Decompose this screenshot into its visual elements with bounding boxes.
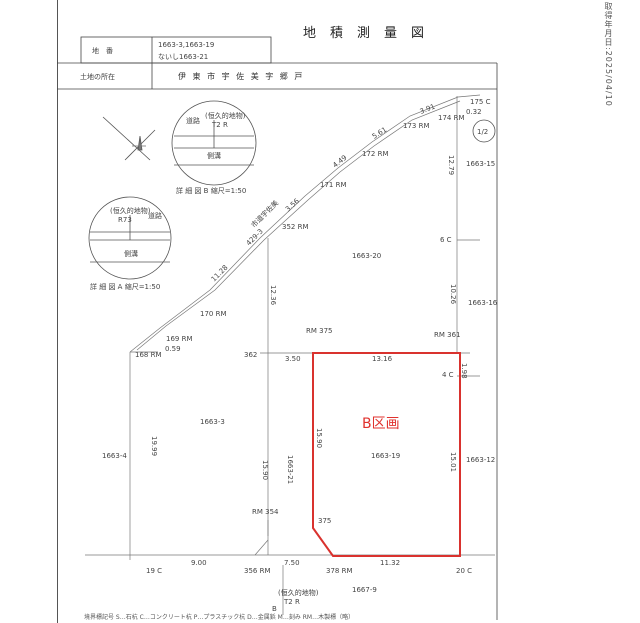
- distance-label: 1.98: [460, 363, 468, 379]
- distance-label: 15.01: [449, 452, 457, 472]
- detail-a-obj: (恒久的地物): [110, 206, 151, 215]
- chiban-label: 地 番: [92, 46, 113, 55]
- parcel-label: 1667-9: [352, 586, 377, 594]
- shozai-value: 伊 東 市 宇 佐 美 字 郷 戸: [178, 71, 304, 81]
- point-label: 171 RM: [320, 181, 347, 189]
- parcel-label: 1663-16: [468, 299, 498, 307]
- parcel-label: 1663-3: [200, 418, 225, 426]
- distance-label: 429-3: [245, 227, 265, 247]
- distance-label: 10.26: [449, 284, 457, 305]
- distance-label: 12.79: [447, 155, 455, 175]
- distance-label: 3.50: [285, 355, 301, 363]
- block-b-label: B区画: [362, 416, 400, 432]
- detail-b-road: 道路: [186, 116, 200, 125]
- detail-a-gutter: 側溝: [124, 249, 138, 258]
- distance-label: 12.36: [269, 285, 277, 306]
- sheet-number: 1/2: [477, 128, 488, 136]
- parcel-label: 1663-21: [286, 455, 294, 484]
- header-table: [57, 36, 498, 620]
- point-label: 4 C: [442, 371, 454, 379]
- distance-label: 15.90: [315, 428, 323, 448]
- chiban-value-2: ないし1663-21: [158, 53, 208, 61]
- bottom-obj-point: B: [272, 605, 277, 613]
- distance-label: 9.00: [191, 559, 207, 567]
- detail-a-road: 道路: [148, 211, 162, 220]
- sheet-circle: [472, 119, 496, 143]
- detail-a-obj2: R73: [118, 216, 132, 224]
- parcel-label: 1663-12: [466, 456, 495, 464]
- detail-b-obj: (恒久的地物): [205, 111, 246, 120]
- document-page: [57, 0, 612, 623]
- parcel-label: 1663-20: [352, 252, 381, 260]
- block-b-outline: [312, 352, 461, 557]
- point-label: 174 RM: [438, 114, 465, 122]
- detail-b-diagram: [171, 100, 257, 186]
- legend-footer: 境界標記号 S…石杭 C…コンクリート杭 P…プラスチック杭 D…金属鋲 M…刻…: [84, 614, 355, 621]
- point-label: 170 RM: [200, 310, 227, 318]
- document-title: 地積測量図: [303, 26, 439, 41]
- point-label: 6 C: [440, 236, 452, 244]
- point-label: 362: [244, 351, 257, 359]
- detail-a-diagram: [88, 196, 172, 280]
- distance-label: 0.59: [165, 345, 181, 353]
- parcel-label: 1663-19: [371, 452, 400, 460]
- shozai-label: 土地の所在: [80, 72, 115, 81]
- bottom-obj-line2: T2 R: [283, 598, 300, 606]
- distance-label: 3.56: [284, 197, 301, 214]
- point-label: 375: [318, 517, 331, 525]
- point-label: RM 375: [306, 327, 333, 335]
- point-label: RM 361: [434, 331, 461, 339]
- distance-label: 13.16: [372, 355, 393, 363]
- point-label: 356 RM: [244, 567, 271, 575]
- point-label: 173 RM: [403, 122, 430, 130]
- detail-a-title: 詳 細 図 A 縮尺=1:50: [90, 282, 160, 291]
- detail-b-obj2: T2 R: [211, 121, 228, 129]
- point-label: 20 C: [456, 567, 472, 575]
- parcel-label: 1663-4: [102, 452, 127, 460]
- point-label: RM 354: [252, 508, 279, 516]
- point-label: 168 RM: [135, 351, 162, 359]
- point-label: 352 RM: [282, 223, 309, 231]
- detail-b-title: 詳 細 図 B 縮尺=1:50: [176, 186, 246, 195]
- bottom-obj-line1: (恒久的地物): [278, 588, 319, 597]
- point-label: 169 RM: [166, 335, 193, 343]
- detail-b-gutter: 側溝: [207, 151, 221, 160]
- distance-label: 15.90: [261, 460, 269, 480]
- point-label: 175 C: [470, 98, 491, 106]
- road-name-label: 市道宇佐美: [249, 198, 280, 229]
- acquisition-date-stamp: 取得年月日:2025/04/10: [604, 2, 613, 107]
- distance-label: 11.32: [380, 559, 400, 567]
- north-arrow-icon: [102, 116, 156, 161]
- point-label: 19 C: [146, 567, 162, 575]
- point-label: 378 RM: [326, 567, 353, 575]
- distance-label: 7.50: [284, 559, 300, 567]
- point-label: 172 RM: [362, 150, 389, 158]
- distance-label: 19.99: [150, 436, 158, 456]
- distance-label: 0.32: [466, 108, 482, 116]
- chiban-value-1: 1663-3,1663-19: [158, 41, 214, 49]
- parcel-label: 1663-15: [466, 160, 495, 168]
